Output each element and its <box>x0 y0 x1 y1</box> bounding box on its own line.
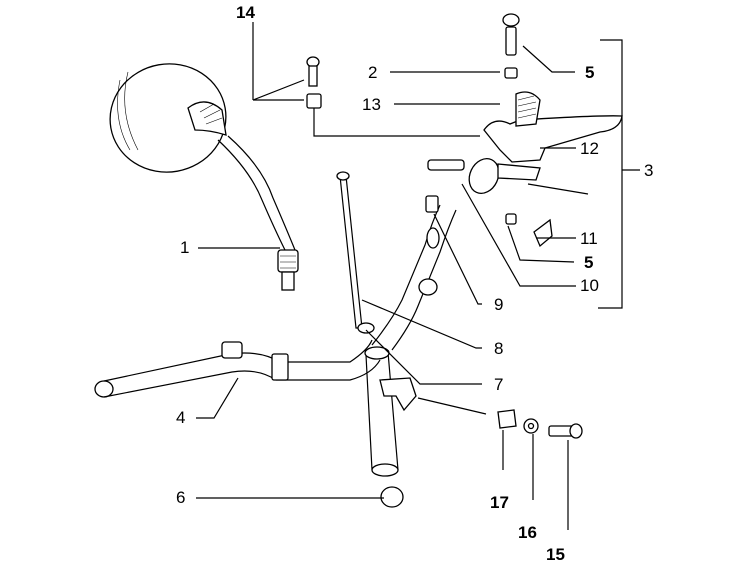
mirror-part <box>109 63 299 291</box>
brake-lever-assembly <box>427 13 623 248</box>
callout-4: 4 <box>176 408 185 427</box>
callout-12: 12 <box>580 139 599 158</box>
callout-10: 10 <box>580 276 599 295</box>
fastener-parts <box>497 409 583 439</box>
callout-5-mid: 5 <box>584 253 593 272</box>
callout-3: 3 <box>644 161 653 180</box>
handlebar-tube-part <box>94 157 500 398</box>
callout-2: 2 <box>368 63 377 82</box>
stem-assembly <box>336 171 417 508</box>
callout-17: 17 <box>490 493 509 512</box>
callout-13: 13 <box>362 95 381 114</box>
mirror-screw-part <box>306 56 322 109</box>
callout-9: 9 <box>494 295 503 314</box>
callout-16: 16 <box>518 523 537 542</box>
callout-5-top: 5 <box>585 63 594 82</box>
callout-6: 6 <box>176 488 185 507</box>
callout-11: 11 <box>580 229 598 248</box>
callout-15: 15 <box>546 545 565 562</box>
callout-7: 7 <box>494 375 503 394</box>
callout-8: 8 <box>494 339 503 358</box>
callout-1: 1 <box>180 238 189 257</box>
callout-labels: 1 2 3 4 5 5 6 7 8 9 10 11 12 13 14 15 16… <box>176 3 653 562</box>
callout-14: 14 <box>236 3 255 22</box>
leader-lines <box>196 22 640 530</box>
